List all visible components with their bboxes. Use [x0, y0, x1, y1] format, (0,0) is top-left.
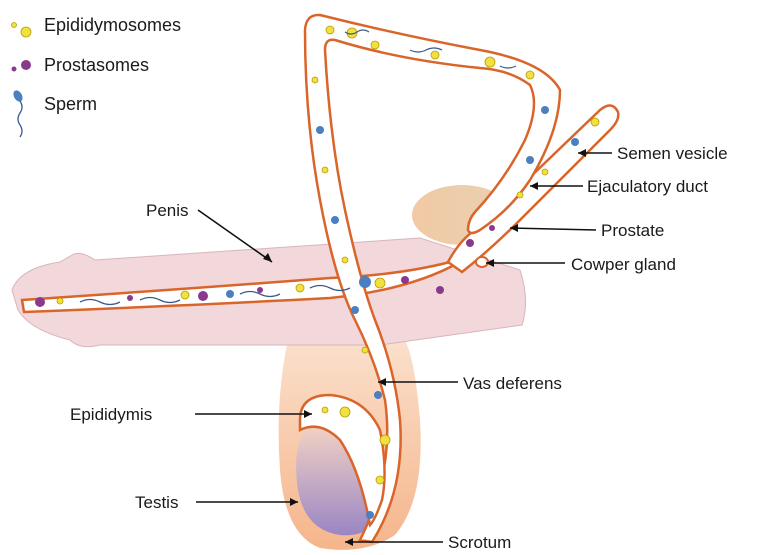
label-ejaculatory-duct: Ejaculatory duct	[587, 177, 708, 196]
label-vas-deferens: Vas deferens	[463, 374, 562, 393]
label-prostate: Prostate	[601, 221, 664, 240]
label-penis: Penis	[146, 201, 189, 220]
cowper-gland	[476, 257, 488, 267]
label-scrotum: Scrotum	[448, 533, 511, 552]
legend-label-sperm: Sperm	[44, 94, 97, 114]
epididymosome-icon	[12, 23, 32, 38]
legend-label-prostasomes: Prostasomes	[44, 55, 149, 75]
label-testis: Testis	[135, 493, 178, 512]
sperm-icon	[12, 89, 25, 137]
label-semen-vesicle: Semen vesicle	[617, 144, 728, 163]
label-cowper-gland: Cowper gland	[571, 255, 676, 274]
prostasome-icon	[12, 60, 32, 72]
legend: Epididymosomes Prostasomes Sperm	[12, 15, 182, 137]
leader-prostate	[510, 228, 596, 230]
legend-label-epididymosomes: Epididymosomes	[44, 15, 181, 35]
label-epididymis: Epididymis	[70, 405, 152, 424]
